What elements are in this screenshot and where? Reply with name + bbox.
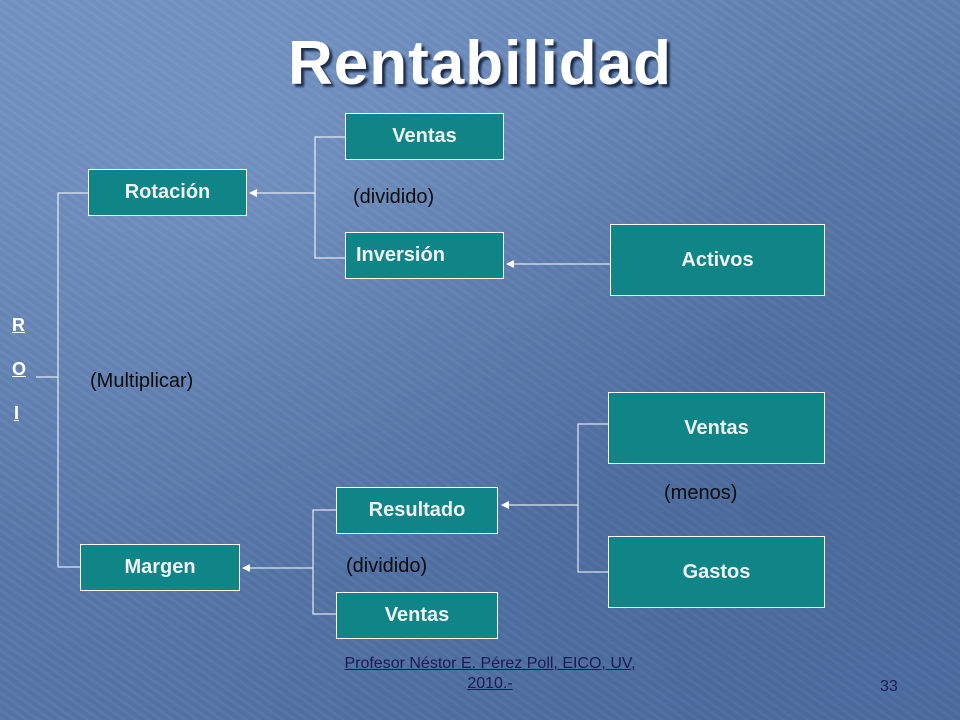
roi-letter-o: O	[12, 359, 27, 379]
roi-letter-r: R	[12, 315, 25, 335]
footer-author: Profesor Néstor E. Pérez Poll, EICO, UV,…	[344, 655, 636, 692]
roi-letter-i: I	[14, 403, 20, 423]
box-margen: Margen	[80, 544, 240, 591]
slide-title: Rentabilidad	[287, 29, 673, 98]
box-activos: Activos	[610, 224, 825, 296]
label-dividido-top: (dividido)	[353, 186, 435, 208]
connector-roi-bracket	[57, 192, 88, 568]
connector-ventas-gastos	[577, 423, 608, 573]
box-gastos: Gastos	[608, 536, 825, 608]
box-ventas-right: Ventas	[608, 392, 825, 464]
label-dividido-bottom: (dividido)	[346, 555, 428, 577]
label-multiplicar: (Multiplicar)	[90, 370, 194, 392]
box-inversion: Inversión	[345, 232, 504, 279]
label-menos: (menos)	[664, 482, 738, 504]
page-number: 33	[880, 678, 898, 695]
box-rotacion: Rotación	[88, 169, 247, 216]
box-ventas-top: Ventas	[345, 113, 504, 160]
connector-resultado-ventas	[312, 509, 336, 615]
box-ventas-bottom: Ventas	[336, 592, 498, 639]
box-resultado: Resultado	[336, 487, 498, 534]
connector-ventas-inversion	[314, 136, 345, 259]
